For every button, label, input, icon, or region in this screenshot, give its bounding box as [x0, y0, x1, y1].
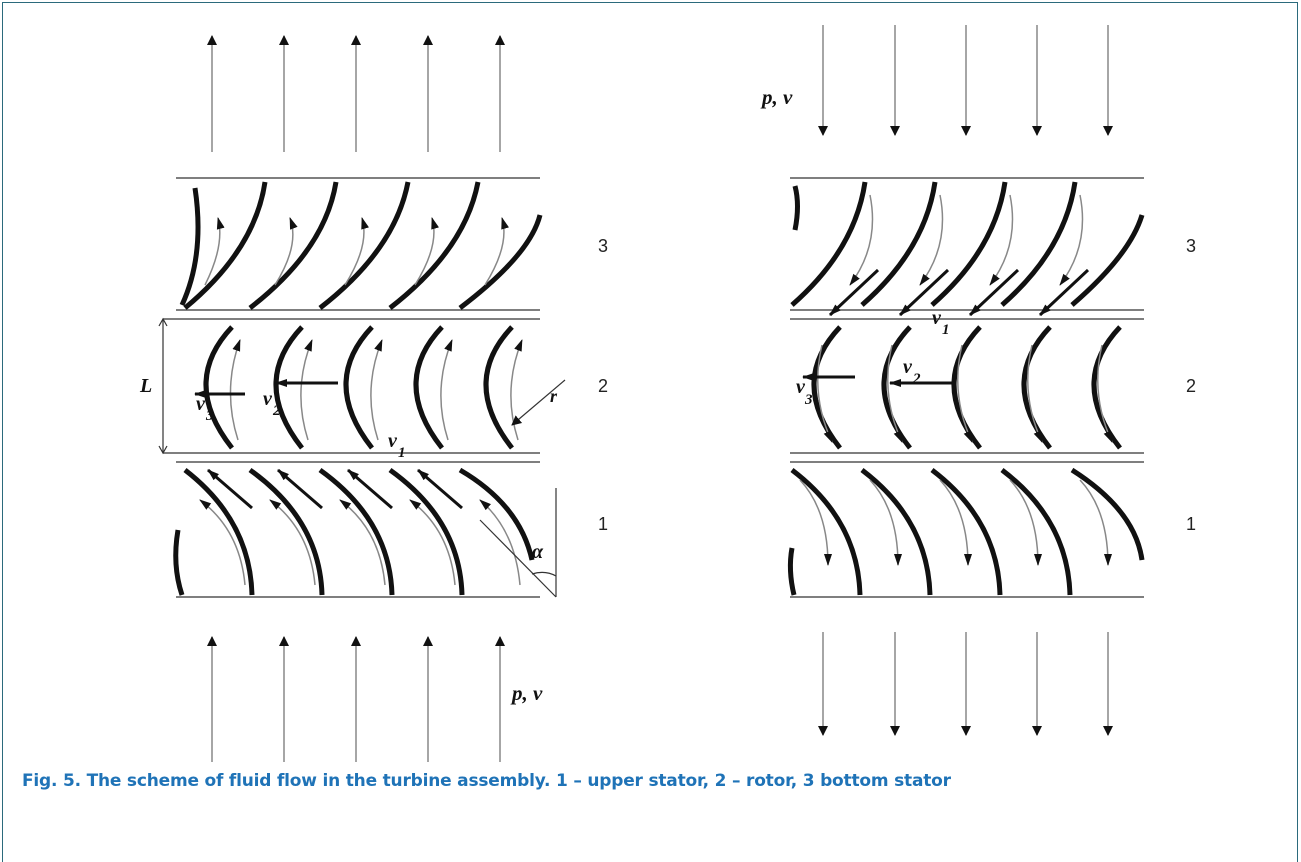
top-inflow-arrows — [818, 25, 1113, 136]
stage-2-blades — [203, 325, 514, 450]
stator-exit-velocity-arrows — [207, 468, 463, 510]
bottom-outflow-arrows — [818, 632, 1113, 736]
velocity-label-v1-sub: 1 — [942, 322, 950, 338]
velocity-label-v3-sub: 3 — [804, 392, 813, 408]
inflow-label: p, v — [760, 85, 793, 109]
turbine-flow-diagram: L r α — [139, 25, 1196, 762]
velocity-label-v3-base: v — [196, 393, 206, 415]
stage-number-1: 1 — [1186, 514, 1196, 534]
stage-number-3: 3 — [1186, 236, 1196, 256]
stage-1-blades — [173, 467, 535, 596]
stage-2-flow-arrows — [229, 339, 523, 441]
angle-indicator — [479, 488, 557, 598]
right-panel-downflow: p, v — [760, 25, 1196, 736]
velocity-label-v2-sub: 2 — [272, 403, 281, 419]
length-label: L — [139, 375, 152, 397]
angle-label: α — [532, 541, 544, 563]
stage-1-flow-arrows — [199, 499, 521, 586]
rotor-velocity-arrows — [194, 379, 338, 398]
stator-exit-velocity-arrows — [828, 268, 1090, 317]
inflow-label: p, v — [510, 681, 543, 705]
bottom-inflow-arrows — [207, 636, 505, 762]
stage-3-blades — [179, 181, 543, 310]
rotor-velocity-arrows — [802, 373, 952, 387]
stage-number-1: 1 — [598, 514, 608, 534]
velocity-label-v3-base: v — [796, 376, 806, 398]
top-outflow-arrows — [207, 35, 505, 152]
figure-caption: Fig. 5. The scheme of fluid flow in the … — [22, 771, 951, 791]
stage-1-flow-arrows — [799, 479, 1112, 566]
stage-number-2: 2 — [1186, 376, 1196, 396]
stage-3-blades — [790, 181, 1145, 307]
stage-number-2: 2 — [598, 376, 608, 396]
length-dimension — [158, 317, 168, 455]
stage-3-flow-arrows — [204, 217, 509, 286]
velocity-label-v1-base: v — [932, 307, 942, 329]
stage-3-flow-arrows — [849, 194, 1084, 286]
radius-indicator — [511, 379, 566, 426]
velocity-label-v2-base: v — [263, 388, 273, 410]
stage-1-blades — [787, 467, 1145, 596]
left-panel-upflow: L r α — [139, 35, 608, 762]
velocity-label-v3-sub: 3 — [205, 408, 214, 424]
velocity-label-v1-base: v — [388, 430, 398, 452]
stage-2-flow-arrows — [817, 344, 1113, 443]
stage-boundaries — [163, 177, 540, 598]
velocity-label-v2-base: v — [903, 356, 913, 378]
stage-boundaries — [790, 177, 1144, 598]
velocity-label-v2-sub: 2 — [912, 371, 921, 387]
radius-label: r — [550, 386, 558, 406]
velocity-label-v1-sub: 1 — [398, 445, 406, 461]
stage-number-3: 3 — [598, 236, 608, 256]
